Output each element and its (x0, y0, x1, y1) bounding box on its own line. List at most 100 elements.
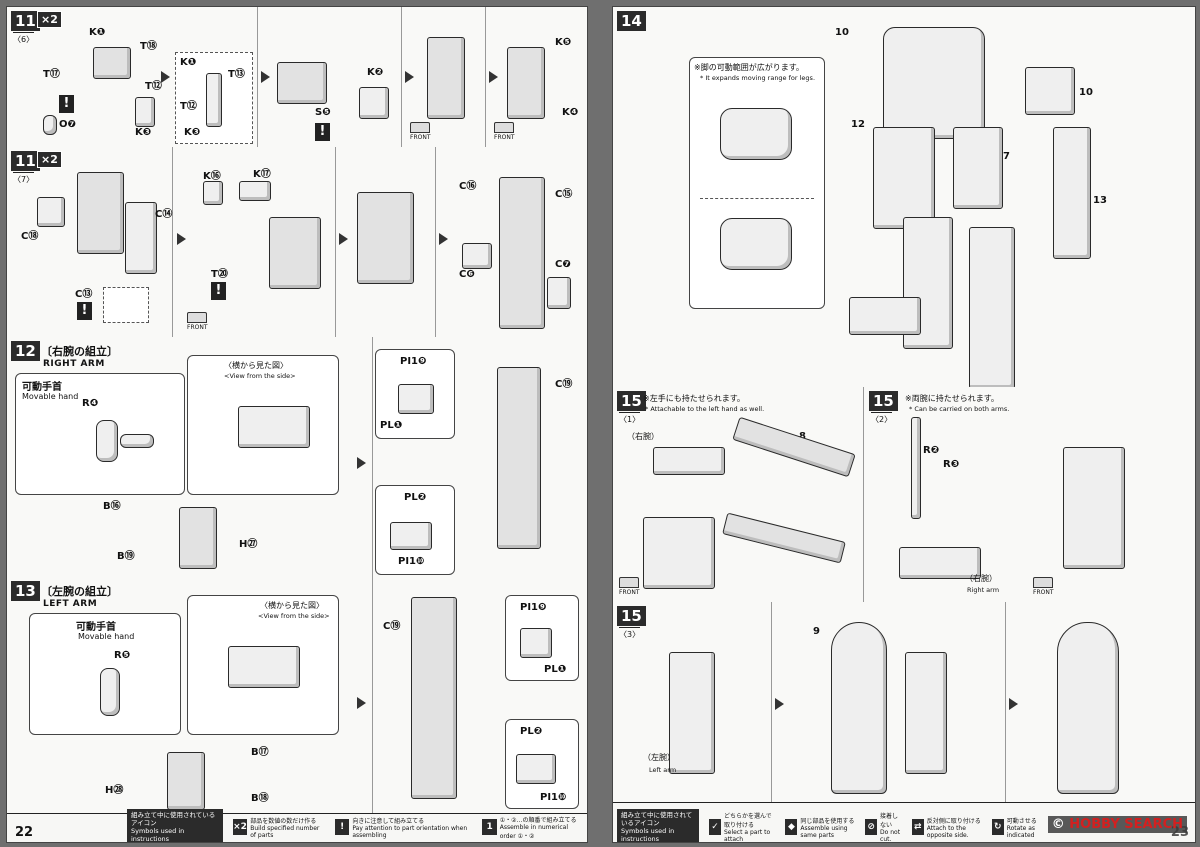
step-number: 11 (11, 11, 40, 31)
part-label: B⑲ (117, 551, 135, 562)
left-page: 11 〈6〉 ×2 K❶ T⑱ T⑰ T⑫ K❸ O❼ ! K❶ T⑬ T⑫ K… (6, 6, 588, 843)
part-label: K❺ (555, 37, 572, 48)
part-label: 13 (1093, 195, 1107, 206)
front-indicator: FRONT (187, 312, 208, 331)
detail-box (103, 287, 149, 323)
arm-assembly (905, 652, 947, 774)
note-en: * Can be carried on both arms. (909, 405, 1010, 413)
part-label: K❷ (367, 67, 384, 78)
next-arrow (261, 71, 270, 83)
part-shape (37, 197, 65, 227)
orientation-icon: ! (211, 282, 226, 300)
part-label: 10 (1079, 87, 1093, 98)
detail-box: PI1❾ PL❶ (375, 349, 455, 439)
step-number: 13 (11, 581, 40, 601)
step-15-part1-2: 15 〈1〉 ※左手にも持たせられます。 * Attachable to the… (613, 387, 1195, 603)
detail-box: PI1❾ PL❶ (505, 595, 579, 681)
same-parts-icon: ◆ (785, 819, 798, 835)
step-13-left-arm: 13 〔左腕の組立〕 LEFT ARM 可動手首 Movable hand R❺… (7, 577, 587, 814)
part-label: T⑰ (43, 69, 60, 80)
step-number: 11 (11, 151, 40, 171)
right-page: 14 ※脚の可動範囲が広がります。 * It expands moving ra… (612, 6, 1196, 843)
part-label: C⑬ (75, 289, 93, 300)
part-label: C⑯ (459, 181, 477, 192)
step-title-en: LEFT ARM (43, 599, 98, 609)
next-arrow (339, 233, 348, 245)
next-arrow (775, 698, 784, 710)
substep-label: 〈6〉 (13, 32, 35, 45)
orientation-icon: ! (334, 819, 350, 835)
substep-label: 〈2〉 (871, 412, 893, 425)
part-label: 7 (1003, 151, 1010, 162)
part-label: O❼ (59, 119, 76, 130)
front-icon (1033, 577, 1054, 588)
step-number: 15 (617, 606, 646, 626)
shoulder-armor (1025, 67, 1075, 115)
part-label: B⑰ (251, 747, 269, 758)
part-label: C⑲ (555, 379, 573, 390)
part-label: C⑱ (21, 231, 39, 242)
next-arrow (177, 233, 186, 245)
part-label: 9 (813, 626, 820, 637)
part-shape (93, 47, 131, 79)
arm-label-en: Left arm (649, 766, 677, 774)
next-arrow (357, 457, 366, 469)
step-number: 15 (617, 391, 646, 411)
part-shape (77, 172, 124, 254)
orientation-icon: ! (315, 123, 330, 141)
orientation-icon: ! (77, 302, 92, 320)
part-label: K⑯ (203, 171, 221, 182)
arm-assembly (1063, 447, 1125, 569)
front-indicator: FRONT (1033, 577, 1054, 596)
arm-assembly (643, 517, 715, 589)
multiply-icon: ×2 (232, 819, 248, 835)
step-number: 15 (869, 391, 898, 411)
part-shape (411, 597, 457, 799)
robot-torso (883, 27, 985, 139)
step-12-right-arm: 12 〔右腕の組立〕 RIGHT ARM 可動手首 Movable hand R… (7, 337, 587, 578)
part-shape (277, 62, 327, 104)
note-en: * Attachable to the left hand as well. (645, 405, 765, 413)
part-label: C⑮ (555, 189, 573, 200)
part-label: C❼ (555, 259, 571, 270)
watermark: © HOBBY SEARCH (1047, 816, 1187, 833)
part-shape (125, 202, 157, 274)
multiply-badge: ×2 (37, 151, 62, 168)
side-view-box: 〈横から見た図〉 <View from the side> (187, 595, 339, 735)
part-shape (497, 367, 541, 549)
part-label: R❸ (943, 459, 960, 470)
movable-hand-box: 可動手首 Movable hand R❺ (29, 613, 181, 735)
step-number: 12 (11, 341, 40, 361)
substep-label: 〈7〉 (13, 172, 35, 185)
front-indicator: FRONT (410, 122, 431, 141)
step-number: 14 (617, 11, 646, 31)
arm-label: （右腕） (965, 574, 997, 583)
rifle-part (722, 512, 846, 564)
side-view-box: 〈横から見た図〉 <View from the side> (187, 355, 339, 495)
do-not-cut-icon: ⊘ (865, 819, 878, 835)
multiply-badge: ×2 (37, 11, 62, 28)
part-shape (547, 277, 571, 309)
detail-box: PL❷ PI1❿ (505, 719, 579, 809)
substep-label: 〈1〉 (619, 412, 641, 425)
part-shape (167, 752, 205, 810)
robot-foot (849, 297, 921, 335)
leg-range-note-box: ※脚の可動範囲が広がります。 * It expands moving range… (689, 57, 825, 309)
part-label: 10 (835, 27, 849, 38)
part-label: H㉘ (105, 785, 124, 796)
shield-part (1057, 622, 1119, 794)
step-15-part3: 15 〈3〉 （左腕） Left arm 9 (613, 602, 1195, 803)
front-indicator: FRONT (619, 577, 640, 596)
part-shape (269, 217, 321, 289)
arm-label: （右腕） (627, 432, 659, 441)
robot-right-arm (873, 127, 935, 229)
part-shape (499, 177, 545, 329)
part-label: K❸ (135, 127, 152, 138)
arm-label-en: Right arm (967, 586, 1000, 594)
front-icon (187, 312, 208, 323)
